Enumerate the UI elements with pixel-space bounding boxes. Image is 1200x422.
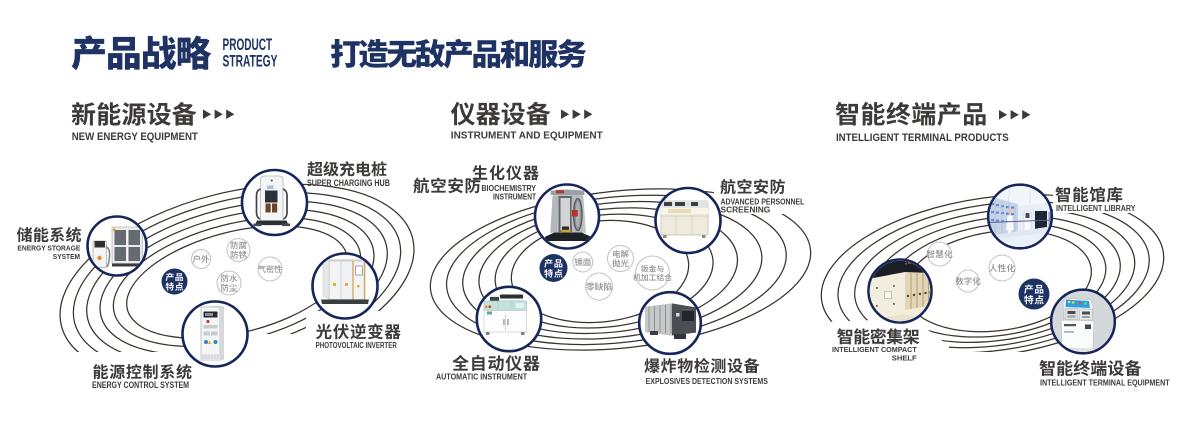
svg-text:NEW ENERGY EQUIPMENT: NEW ENERGY EQUIPMENT [72, 131, 199, 143]
svg-text:STRATEGY: STRATEGY [223, 51, 278, 70]
svg-text:INTELLIGENT TERMINAL PRODUCTS: INTELLIGENT TERMINAL PRODUCTS [836, 132, 1009, 144]
svg-text:SCREENING: SCREENING [721, 205, 771, 215]
svg-text:BIOCHEMISTRY: BIOCHEMISTRY [481, 183, 536, 193]
svg-text:SUPER CHARGING HUB: SUPER CHARGING HUB [307, 178, 390, 188]
svg-text:PHOTOVOLTAIC INVERTER: PHOTOVOLTAIC INVERTER [316, 340, 398, 350]
svg-text:INSTRUMENT AND EQUIPMENT: INSTRUMENT AND EQUIPMENT [451, 130, 604, 141]
svg-text:SHELF: SHELF [892, 354, 917, 363]
svg-text:ENERGY STORAGE: ENERGY STORAGE [17, 244, 80, 252]
svg-text:INTELLIGENT TERMINAL EQUIPMENT: INTELLIGENT TERMINAL EQUIPMENT [1040, 378, 1170, 388]
svg-text:AUTOMATIC INSTRUMENT: AUTOMATIC INSTRUMENT [436, 372, 527, 382]
svg-text:ADVANCED PERSONNEL: ADVANCED PERSONNEL [721, 197, 805, 207]
svg-text:PRODUCT: PRODUCT [223, 34, 273, 53]
svg-text:ENERGY CONTROL SYSTEM: ENERGY CONTROL SYSTEM [92, 380, 189, 390]
svg-text:INSTRUMENT: INSTRUMENT [493, 192, 536, 202]
svg-text:SYSTEM: SYSTEM [53, 254, 80, 261]
svg-text:INTELLIGENT COMPACT: INTELLIGENT COMPACT [832, 345, 917, 354]
svg-text:EXPLOSIVES DETECTION SYSTEMS: EXPLOSIVES DETECTION SYSTEMS [646, 376, 768, 386]
svg-text:INTELLIGENT LIBRARY: INTELLIGENT LIBRARY [1056, 203, 1136, 213]
